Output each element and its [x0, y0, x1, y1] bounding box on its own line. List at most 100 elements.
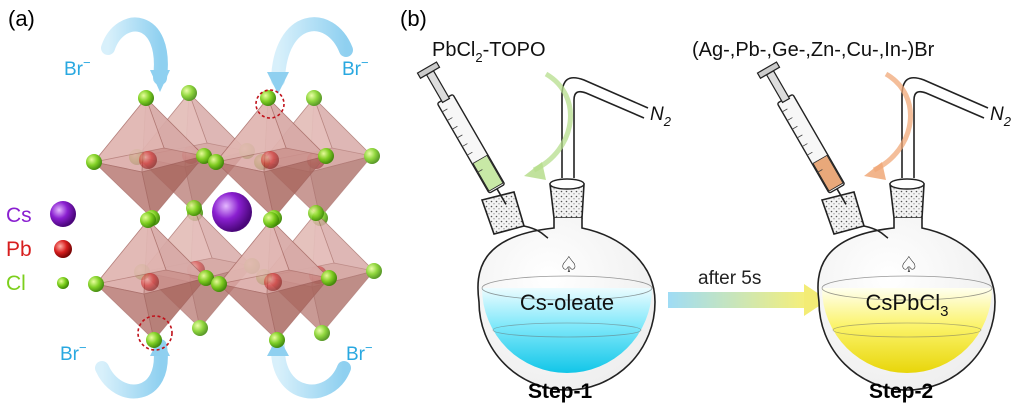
flask-setup: N2 ♤ Cs-oleate: [416, 61, 672, 391]
atom-legend: Cs Pb Cl: [6, 201, 76, 295]
flask-content-label: Cs-oleate: [520, 290, 614, 315]
syringe: [416, 61, 507, 205]
cl-atom: [364, 148, 380, 164]
gas-inlet-tube: [901, 76, 989, 178]
octahedron-face: [263, 155, 328, 219]
cl-atom: [208, 154, 224, 170]
octahedron-face: [311, 270, 376, 334]
syringe-tick: [802, 143, 808, 147]
panel-a-label: (a): [8, 6, 35, 31]
legend-cs-swatch: [50, 201, 76, 227]
stir-icon: ♤: [559, 252, 579, 277]
anion-label-bottom-left: Br−: [60, 340, 87, 365]
cl-atom: [318, 148, 334, 164]
octahedron-face: [214, 97, 287, 163]
syringe-tick: [817, 169, 823, 173]
syringe-liquid: [812, 154, 844, 192]
pbcl6-octahedron: [86, 90, 212, 226]
octahedron-face: [92, 97, 165, 163]
pbcl6-octahedron: [211, 212, 337, 348]
arrow-top-left-tip: [150, 70, 170, 92]
flask-liquid: [482, 288, 652, 373]
anion-arrows: [95, 17, 353, 399]
reaction-arrow-head: [804, 284, 828, 316]
liquid-line: [832, 322, 982, 338]
addition-arrow-tip: [524, 162, 546, 180]
cl-atom: [260, 90, 276, 106]
cl-atom: [196, 148, 212, 164]
syringe: [756, 61, 847, 205]
panel-b-label: (b): [400, 6, 427, 31]
liquid-surface: [821, 275, 993, 301]
cl-atom: [192, 320, 208, 336]
legend-cs-label: Cs: [6, 204, 32, 227]
gas-inlet-tube-inner: [913, 90, 985, 178]
syringe-tick: [457, 134, 463, 139]
syringe-tick: [462, 143, 468, 147]
octahedron-face: [266, 277, 331, 341]
gas-inlet-tube: [561, 76, 649, 178]
syringe-tick: [467, 151, 473, 156]
legend-pb-swatch: [54, 240, 72, 258]
cl-atom: [86, 154, 102, 170]
anion-label-top-right: Br−: [342, 55, 369, 80]
step1-label: Step-1: [528, 380, 593, 403]
syringe-needle: [496, 188, 507, 205]
addition-arrow: [872, 71, 913, 173]
syringe-tick: [807, 151, 813, 156]
syringe-liquid: [472, 154, 504, 192]
cl-atom: [314, 325, 330, 341]
cl-atom: [140, 212, 156, 228]
addition-arrow: [532, 71, 573, 173]
cl-atom: [211, 276, 227, 292]
pb-atom: [261, 151, 279, 169]
syringe-plunger-head: [416, 61, 441, 80]
center-neck-rim: [889, 178, 925, 190]
vacancy-circle-bottom: [137, 315, 173, 351]
legend-cl-swatch: [57, 277, 69, 289]
reaction-arrow: after 5s: [668, 268, 828, 316]
addition-arrow-tip: [864, 162, 886, 180]
pb-atom: [141, 273, 159, 291]
syringe-tick: [792, 125, 798, 130]
cl-atom: [321, 270, 337, 286]
reaction-arrow-label: after 5s: [698, 268, 761, 289]
pbcl6-octahedron: [88, 212, 214, 348]
octahedron-face: [309, 155, 374, 219]
cl-atom: [138, 90, 154, 106]
syringe-tick: [447, 117, 453, 121]
cl-atom: [308, 205, 324, 221]
arrow-top-right-tip: [267, 72, 289, 94]
gas-label: N2: [650, 104, 672, 129]
octahedron-face: [217, 219, 290, 285]
gas-inlet-tube-inner: [573, 90, 645, 178]
octahedron-face: [141, 155, 206, 219]
syringe-plunger-head: [756, 61, 781, 80]
arrow-top-left: [101, 17, 168, 85]
cl-atom: [146, 332, 162, 348]
pb-atom: [139, 151, 157, 169]
cl-atom: [306, 90, 322, 106]
stir-icon: ♤: [899, 252, 919, 277]
cl-atom: [88, 276, 104, 292]
center-neck-rim: [549, 178, 585, 190]
reaction-arrow-shaft: [668, 292, 806, 308]
syringe-tick: [797, 134, 803, 139]
arrow-bottom-right: [270, 339, 351, 399]
reaction-setups: N2 ♤ Cs-oleate N2♤CsPbCl3: [416, 61, 1012, 391]
octahedra-lattice: [86, 85, 382, 348]
flask-liquid: [822, 288, 992, 373]
anion-labels: Br− Br− Br− Br−: [60, 55, 373, 365]
syringe-tick: [452, 125, 458, 130]
cl-atom: [198, 270, 214, 286]
syringe-tick: [787, 117, 793, 121]
cl-atom: [263, 212, 279, 228]
syringe-tick: [472, 160, 478, 165]
legend-pb-label: Pb: [6, 238, 32, 261]
flask-setup: N2♤CsPbCl3: [756, 61, 1012, 391]
cs-atom-central: [212, 192, 252, 232]
anion-label-top-left: Br−: [64, 55, 91, 80]
syringe-tick: [477, 169, 483, 173]
